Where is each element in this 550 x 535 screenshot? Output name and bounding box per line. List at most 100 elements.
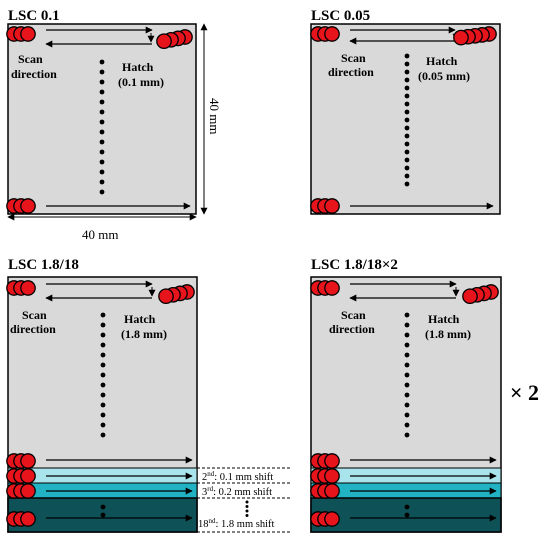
laser-spot-group: [310, 280, 340, 296]
hatch-dot: [99, 109, 105, 115]
hatch-dot: [100, 422, 106, 428]
laser-spot: [324, 26, 340, 42]
panel-title: LSC 0.05: [311, 8, 370, 24]
hatch-dot: [99, 139, 105, 145]
laser-spot-group: [6, 280, 36, 296]
hatch-dot: [404, 362, 410, 368]
laser-spot: [324, 280, 340, 296]
laser-spot-group: [310, 198, 340, 214]
laser-spot-group: [462, 284, 499, 305]
hatch-dot: [404, 392, 410, 398]
panel-title: LSC 0.1: [8, 8, 60, 24]
hatch-dot: [404, 101, 410, 107]
panel-lsc-0-1: LSC 0.1 Scan direction Hatch (0.1 mm) 40…: [6, 8, 222, 242]
laser-spot-group: [6, 511, 36, 527]
hatch-dot: [404, 69, 410, 75]
hatch-dot: [404, 352, 410, 358]
laser-spot-group: [6, 483, 36, 499]
laser-spot: [324, 198, 340, 214]
hatch-label-line1: Hatch: [124, 312, 156, 326]
hatch-dot: [99, 99, 105, 105]
scan-label-line1: Scan: [341, 308, 366, 322]
hatch-dot: [100, 352, 106, 358]
shift-label-18th: 18nd: 1.8 mm shift: [198, 517, 275, 530]
hatch-dot: [99, 59, 105, 65]
hatch-dot: [245, 505, 249, 508]
hatch-dot: [100, 512, 106, 518]
hatch-dot: [404, 125, 410, 131]
hatch-dot: [404, 117, 410, 123]
hatch-dot: [404, 53, 410, 59]
hatch-dot: [99, 149, 105, 155]
hatch-dot: [404, 332, 410, 338]
hatch-dot: [404, 141, 410, 147]
hatch-dot: [100, 312, 106, 318]
laser-spot: [156, 33, 172, 50]
panel-lsc-1-8-18: LSC 1.8/18 Scan direction Hatch (1.8 mm)…: [6, 257, 292, 533]
hatch-dot: [404, 422, 410, 428]
laser-spot: [453, 29, 469, 46]
hatch-dot: [404, 85, 410, 91]
scan-label-line1: Scan: [341, 51, 366, 65]
hatch-dot: [245, 500, 249, 504]
hatch-dot: [99, 79, 105, 85]
laser-spot: [324, 511, 340, 527]
hatch-dot: [404, 512, 410, 518]
hatch-label-line2: (0.1 mm): [118, 75, 164, 89]
scan-label-line2: direction: [11, 67, 57, 81]
hatch-dot: [100, 332, 106, 338]
scan-label-line2: direction: [10, 322, 56, 336]
hatch-dot: [404, 165, 410, 171]
hatch-label-line1: Hatch: [428, 312, 460, 326]
shift-label-2nd: 2nd: 0.1 mm shift: [202, 470, 273, 483]
panel-lsc-0-05: LSC 0.05 Scan direction Hatch (0.05 mm): [310, 8, 501, 215]
laser-spot: [324, 483, 340, 499]
hatch-dot: [404, 322, 410, 328]
laser-spot-group: [6, 198, 36, 214]
laser-spot: [20, 483, 36, 499]
laser-spot-group: [156, 29, 193, 50]
laser-spot: [462, 288, 478, 305]
panel-title: LSC 1.8/18: [8, 257, 79, 273]
hatch-dot: [404, 432, 410, 438]
repeat-multiplier: × 2: [510, 380, 539, 405]
laser-spot: [20, 453, 36, 469]
hatch-dot: [100, 362, 106, 368]
hatch-dot: [404, 382, 410, 388]
laser-spot-group: [310, 483, 340, 499]
hatch-dot: [404, 77, 410, 83]
hatch-dots: [404, 312, 410, 438]
shift-ellipsis-dots: [245, 500, 249, 517]
hatch-dot: [100, 402, 106, 408]
hatch-dot: [404, 312, 410, 318]
laser-spot-group: [6, 26, 36, 42]
hatch-dot: [404, 109, 410, 115]
hatch-dot: [404, 181, 410, 187]
hatch-dot: [404, 149, 410, 155]
laser-spot: [20, 26, 36, 42]
hatch-dots: [99, 59, 105, 195]
hatch-dots: [100, 312, 106, 438]
hatch-dots: [100, 504, 106, 518]
laser-spot-group: [310, 26, 340, 42]
hatch-dot: [100, 392, 106, 398]
scan-label-line1: Scan: [22, 308, 47, 322]
hatch-dot: [404, 372, 410, 378]
hatch-dot: [99, 89, 105, 95]
hatch-dot: [404, 61, 410, 67]
laser-spot-group: [6, 468, 36, 484]
hatch-label-line2: (1.8 mm): [425, 327, 471, 341]
hatch-dot: [99, 169, 105, 175]
laser-spot-group: [310, 468, 340, 484]
hatch-dot: [404, 342, 410, 348]
hatch-dot: [100, 432, 106, 438]
hatch-dot: [99, 189, 105, 195]
hatch-dot: [99, 69, 105, 75]
hatch-label-line2: (0.05 mm): [418, 69, 470, 83]
panel-title: LSC 1.8/18×2: [311, 257, 398, 273]
hatch-dot: [100, 382, 106, 388]
hatch-dot: [99, 159, 105, 165]
hatch-dot: [245, 514, 249, 517]
hatch-dot: [404, 157, 410, 163]
